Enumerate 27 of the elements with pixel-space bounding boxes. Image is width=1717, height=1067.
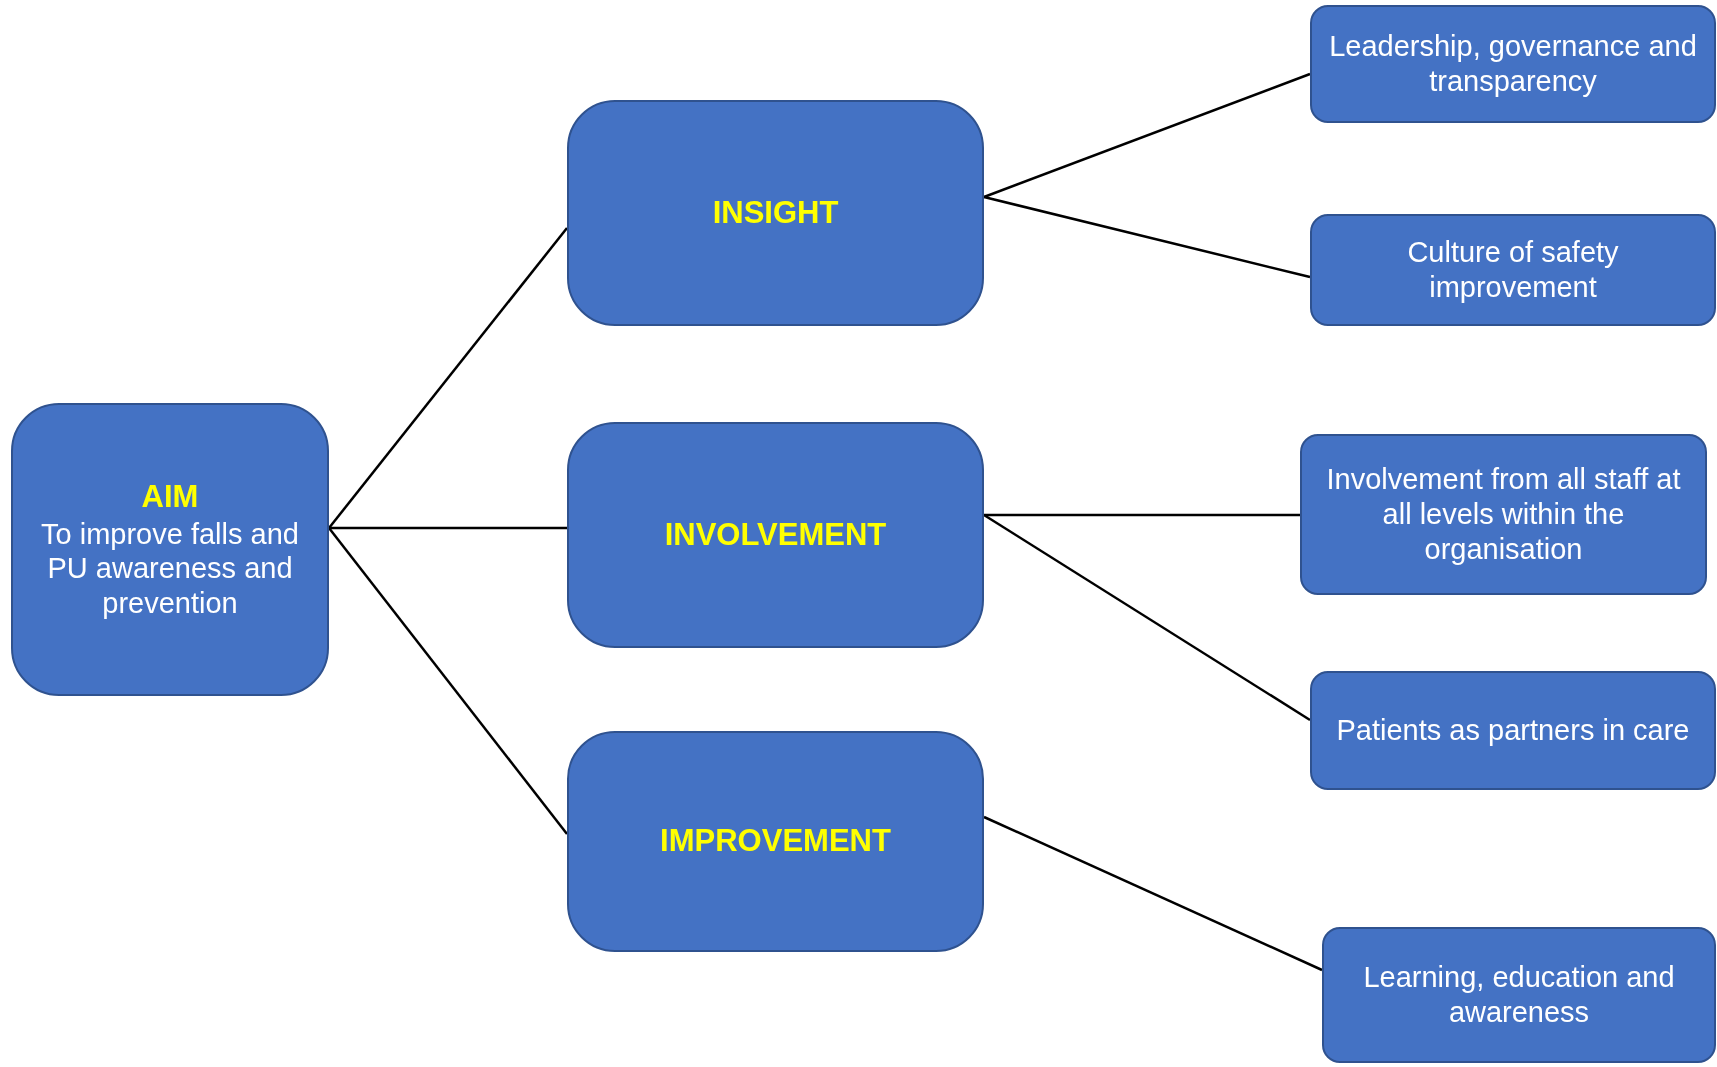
heading-text: AIM: [141, 477, 199, 516]
heading-text: IMPROVEMENT: [660, 822, 891, 861]
connector-line: [328, 527, 568, 835]
body-text: Learning, education and awareness: [1362, 960, 1676, 1030]
aim-box: [11, 403, 329, 696]
body-text: Involvement from all staff at all levels within the organisation: [1325, 462, 1682, 567]
connector-line: [329, 526, 567, 530]
body-text: To improve falls and PU awareness and prevention: [40, 516, 300, 622]
action-box: [1310, 214, 1716, 326]
connector-line: [983, 513, 1311, 722]
body-text: Culture of safety improvement: [1406, 235, 1620, 305]
action-box: [1322, 927, 1716, 1063]
connector-line: [983, 195, 1311, 279]
driver-box: [567, 422, 984, 648]
action-box: [1310, 671, 1716, 790]
connector-line: [983, 72, 1311, 199]
heading-text: INSIGHT: [712, 193, 839, 232]
connector-line: [983, 815, 1323, 972]
driver-box: [567, 100, 984, 326]
body-text: Patients as partners in care: [1336, 713, 1690, 748]
connector-line: [328, 227, 568, 529]
driver-box: [567, 731, 984, 952]
body-text: Leadership, governance and transparency: [1328, 29, 1698, 99]
action-box: [1300, 434, 1707, 595]
heading-text: INVOLVEMENT: [664, 515, 887, 554]
connector-line: [984, 513, 1300, 517]
action-box: [1310, 5, 1716, 123]
